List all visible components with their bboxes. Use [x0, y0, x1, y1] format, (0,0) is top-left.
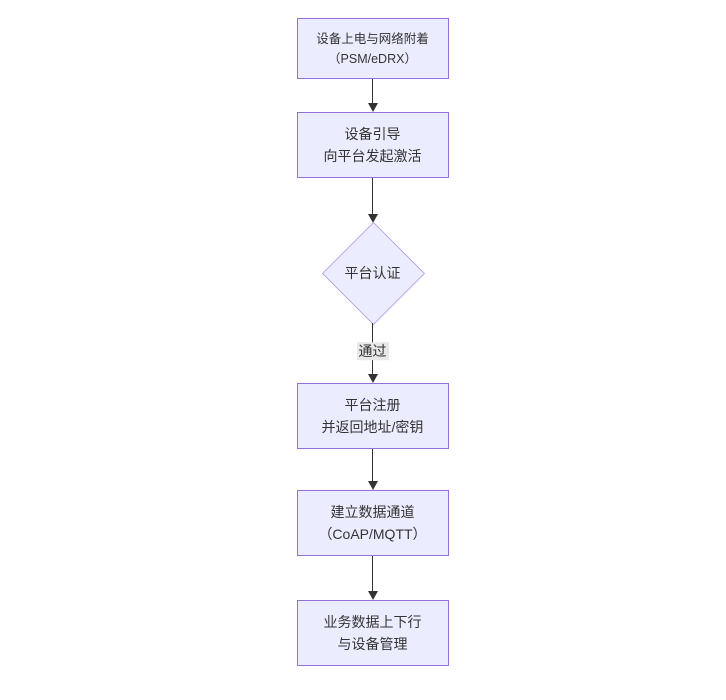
edge-bootstrap-to-auth — [363, 178, 383, 223]
edge-line — [372, 556, 373, 591]
node-business-data: 业务数据上下行 与设备管理 — [296, 600, 449, 666]
edge-line — [372, 449, 373, 481]
node-label-line: 平台注册 — [344, 397, 401, 413]
node-label-line: 设备上电与网络附着 — [316, 31, 429, 46]
flowchart-column: 设备上电与网络附着 （PSM/eDRX） 设备引导 向平台发起激活 平台认证 通… — [296, 18, 449, 666]
node-device-bootstrap: 设备引导 向平台发起激活 — [296, 112, 449, 178]
edge-label-pass: 通过 — [356, 342, 389, 361]
node-label-line: 建立数据通道 — [330, 504, 415, 520]
edge-power-to-bootstrap — [363, 79, 383, 112]
node-device-power-on: 设备上电与网络附着 （PSM/eDRX） — [296, 18, 449, 79]
node-label-line: （CoAP/MQTT） — [318, 526, 427, 542]
arrow-down-icon — [367, 481, 378, 490]
node-platform-register: 平台注册 并返回地址/密钥 — [296, 383, 449, 449]
edge-line — [372, 79, 373, 103]
arrow-down-icon — [367, 374, 378, 383]
node-data-channel: 建立数据通道 （CoAP/MQTT） — [296, 490, 449, 556]
edge-line — [372, 178, 373, 214]
edge-register-to-channel — [363, 449, 383, 490]
node-platform-auth-decision: 平台认证 — [321, 221, 425, 326]
node-label-line: 设备引导 — [344, 126, 401, 142]
arrow-down-icon — [367, 103, 378, 112]
edge-channel-to-business — [363, 556, 383, 600]
arrow-down-icon — [367, 591, 378, 600]
node-label-line: 并返回地址/密钥 — [321, 419, 424, 435]
edge-auth-to-register: 通过 — [356, 323, 389, 383]
node-label-line: （PSM/eDRX） — [328, 51, 417, 66]
node-label-line: 向平台发起激活 — [323, 148, 422, 164]
node-label-line: 平台认证 — [344, 265, 401, 281]
arrow-down-icon — [367, 214, 378, 223]
node-label-line: 与设备管理 — [337, 636, 408, 652]
node-label-line: 业务数据上下行 — [323, 614, 422, 630]
